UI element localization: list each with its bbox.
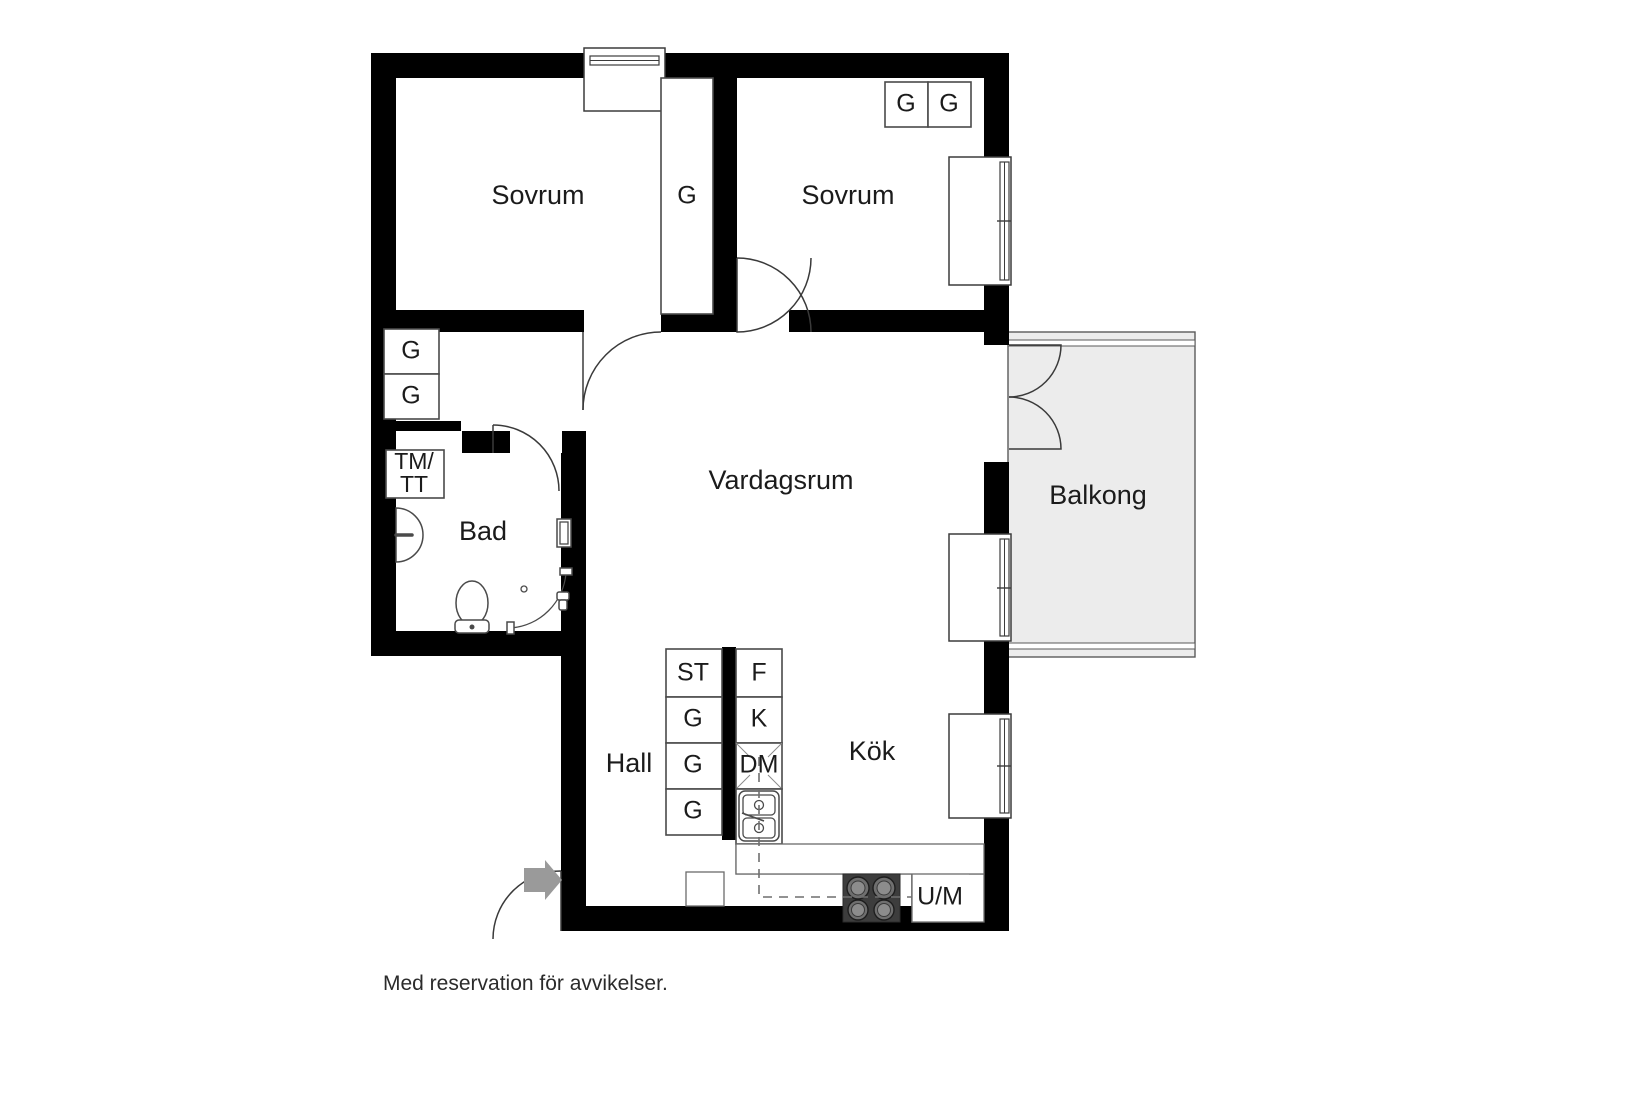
room-label-hall: Hall <box>606 748 653 778</box>
room-label-kok: Kök <box>849 736 896 766</box>
door-balcony <box>1008 344 1062 450</box>
room-label-sovrum-1: Sovrum <box>491 180 584 210</box>
window-east-lower <box>948 713 1012 819</box>
wall-structure <box>371 53 1009 931</box>
window-east-mid <box>948 533 1012 642</box>
cabinet-label-oven-micro: U/M <box>917 883 963 911</box>
room-label-bad: Bad <box>459 516 507 546</box>
door-bad <box>492 424 560 492</box>
cabinet-label-dishwasher: DM <box>740 751 779 779</box>
stove-fixture <box>842 873 901 923</box>
cabinet-labels: G G G G G TM/ TT ST G G G F K DM U/M <box>394 90 963 911</box>
cabinet-label-hall-g3: G <box>683 797 702 825</box>
cabinet-label-hall-upper-g1: G <box>401 337 420 365</box>
cabinet-label-fridge: F <box>751 659 766 687</box>
disclaimer-footnote: Med reservation för avvikelser. <box>383 972 668 995</box>
cabinet-label-hall-g1: G <box>683 705 702 733</box>
door-entrance[interactable] <box>492 860 562 940</box>
cabinet-label-st: ST <box>677 659 709 687</box>
room-labels: Sovrum Sovrum Vardagsrum Bad Hall Kök Ba… <box>459 180 1147 778</box>
cabinet-boxes <box>383 77 985 923</box>
room-label-vardagsrum: Vardagsrum <box>708 465 853 495</box>
doorway-gaps <box>396 431 736 870</box>
cabinet-label-freezer: K <box>751 705 768 733</box>
kitchen-sink-fixture <box>738 790 780 842</box>
entrance-arrow-icon <box>524 860 562 900</box>
cabinet-label-sovrum2-g2: G <box>939 90 958 118</box>
door-sovrum2 <box>736 257 812 333</box>
room-label-balkong: Balkong <box>1049 480 1147 510</box>
cabinet-label-sovrum1-wardrobe: G <box>677 182 696 210</box>
room-label-sovrum-2: Sovrum <box>801 180 894 210</box>
window-east-upper <box>948 156 1012 286</box>
bathroom-fixtures <box>394 507 573 635</box>
window-top <box>583 47 666 112</box>
cabinet-label-tm: TM/ <box>394 448 434 474</box>
cabinet-label-sovrum2-g1: G <box>896 90 915 118</box>
cabinet-label-hall-upper-g2: G <box>401 382 420 410</box>
cabinet-label-tt: TT <box>400 471 428 497</box>
door-sovrum1 <box>582 331 662 411</box>
balcony-area <box>1007 331 1196 658</box>
cabinet-label-hall-g2: G <box>683 751 702 779</box>
plumbing-dashed-line <box>758 757 912 898</box>
